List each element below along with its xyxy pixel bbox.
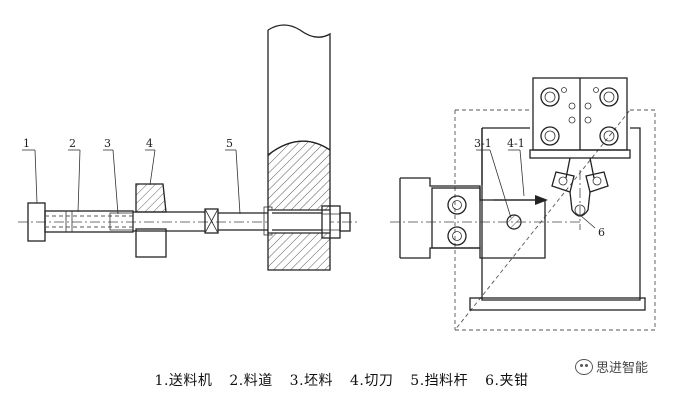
legend-item: 4.切刀 [349, 373, 394, 389]
callout-1: 1 [23, 137, 30, 150]
blank [109, 212, 134, 231]
callout-3-1: 3-1 [474, 137, 492, 150]
wechat-icon [575, 358, 593, 375]
callout-3: 3 [104, 137, 111, 150]
watermark: 思进智能 [575, 357, 648, 376]
clamp-jaws [551, 157, 609, 217]
callout-4: 4 [146, 137, 153, 150]
callout-2: 2 [69, 137, 76, 150]
frame-column [267, 24, 331, 271]
watermark-text: 思进智能 [596, 361, 649, 376]
left-view: 1 2 3 4 5 [18, 24, 358, 271]
legend-item: 6.夹钳 [485, 373, 529, 389]
cutter [135, 183, 167, 213]
callout-5: 5 [226, 137, 233, 150]
legend-item: 5.挡料杆 [410, 373, 469, 389]
right-view: 3-1 4-1 6 [390, 77, 656, 331]
clamp-holder-block [529, 77, 631, 159]
cutter-carrier [399, 177, 546, 259]
legend-item: 2.料道 [229, 373, 273, 389]
callout-6: 6 [598, 226, 605, 239]
stop-rod-head [204, 208, 219, 234]
feed-channel [44, 210, 134, 233]
legend-item: 1.送料机 [154, 373, 213, 389]
legend: 1.送料机 2.料道 3.坯料 4.切刀 5.挡料杆 6.夹钳 [0, 370, 683, 390]
legend-item: 3.坯料 [289, 373, 334, 389]
callout-4-1: 4-1 [507, 137, 525, 150]
